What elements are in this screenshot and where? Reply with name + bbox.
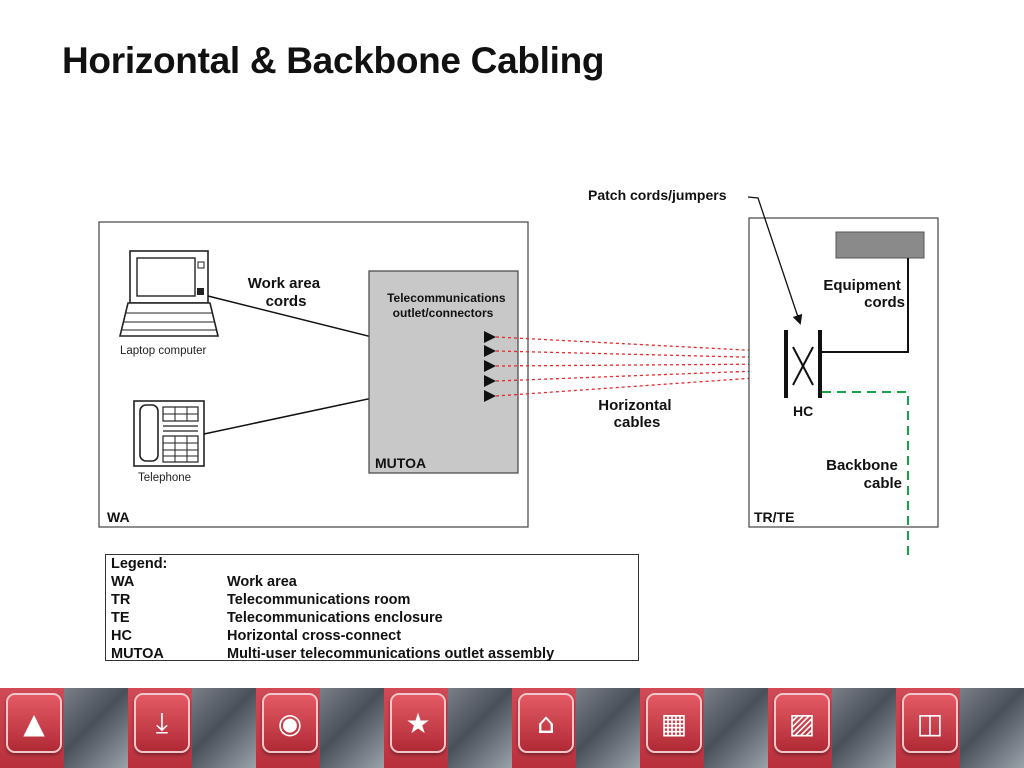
cabling-diagram: WA Laptop computer Telephone Work area c… — [98, 187, 939, 558]
page-title: Horizontal & Backbone Cabling — [62, 40, 605, 81]
triangle-logo-icon: ▲ — [6, 693, 62, 753]
footer-tile: ⌂ — [512, 688, 576, 768]
legend-abbr: WA — [111, 574, 135, 590]
legend-abbr: HC — [111, 628, 132, 644]
legend-box: Legend: WA Work area TR Telecommunicatio… — [105, 554, 639, 663]
footer-photo — [704, 688, 768, 768]
legend-title: Legend: — [111, 556, 168, 572]
footer-photo — [448, 688, 512, 768]
footer-tile: ◉ — [256, 688, 320, 768]
connector-2 — [484, 345, 496, 357]
equipment-block — [835, 231, 925, 259]
house-icon: ⌂ — [518, 693, 574, 753]
legend-desc: Work area — [227, 574, 297, 590]
legend-desc: Telecommunications room — [227, 592, 411, 608]
footer-photo — [320, 688, 384, 768]
footer-photo — [576, 688, 640, 768]
mutoa-label: MUTOA — [375, 455, 426, 471]
tr-te-box — [748, 217, 939, 528]
connector-4 — [484, 375, 496, 387]
legend-row: MUTOA Multi-user telecommunications outl… — [111, 645, 638, 663]
connector-1 — [484, 331, 496, 343]
legend-row: HC Horizontal cross-connect — [111, 627, 638, 645]
work-area-cords-label: Work area cords — [248, 275, 324, 310]
horizontal-cable-3 — [495, 363, 784, 367]
legend-desc: Horizontal cross-connect — [227, 628, 402, 644]
legend-row: TE Telecommunications enclosure — [111, 609, 638, 627]
footer-photo — [960, 688, 1024, 768]
footer-photo — [64, 688, 128, 768]
footer-image-strip: ▲ ⤓ ◉ ★ ⌂ ▦ ▨ ◫ — [0, 688, 1024, 768]
equipment-cord — [822, 258, 909, 353]
star-badge-icon: ★ — [390, 693, 446, 753]
mutoa-box — [368, 270, 519, 474]
building-icon: ◫ — [902, 693, 958, 753]
footer-tile: ▨ — [768, 688, 832, 768]
tr-te-label: TR/TE — [754, 509, 794, 525]
legend-desc: Telecommunications enclosure — [227, 610, 443, 626]
telephone-icon — [133, 400, 205, 467]
backbone-cable-label: Backbone cable — [826, 457, 902, 492]
footer-photo — [192, 688, 256, 768]
backbone-cable — [822, 391, 909, 558]
outlet-connectors-label: Telecommunications outlet/connectors — [387, 291, 509, 320]
horizontal-cable-4 — [495, 369, 784, 382]
hard-hat-icon: ◉ — [262, 693, 318, 753]
horizontal-cable-2 — [495, 350, 784, 359]
footer-tile: ★ — [384, 688, 448, 768]
horizontal-cables — [495, 336, 784, 397]
connector-3 — [484, 360, 496, 372]
equipment-cords-label: Equipment cords — [823, 277, 905, 311]
wa-label: WA — [107, 509, 130, 525]
legend-abbr: TR — [111, 592, 131, 608]
connector-5 — [484, 390, 496, 402]
footer-tile: ⤓ — [128, 688, 192, 768]
telephone-label: Telephone — [138, 472, 191, 484]
legend-desc: Multi-user telecommunications outlet ass… — [227, 646, 555, 662]
antenna-tower-icon: ⤓ — [134, 693, 190, 753]
padlock-icon: ▨ — [774, 693, 830, 753]
horizontal-cable-1 — [495, 336, 784, 353]
footer-tile: ▦ — [640, 688, 704, 768]
legend-row: WA Work area — [111, 573, 638, 591]
footer-tile: ◫ — [896, 688, 960, 768]
laptop-label: Laptop computer — [120, 345, 206, 357]
legend-abbr: TE — [111, 610, 130, 626]
footer-tile: ▲ — [0, 688, 64, 768]
footer-photo — [832, 688, 896, 768]
patch-cords-arrow — [747, 196, 803, 325]
horizontal-cables-label: Horizontal cables — [598, 397, 676, 431]
patch-cords-label: Patch cords/jumpers — [588, 187, 727, 203]
legend-row: TR Telecommunications room — [111, 591, 638, 609]
hc-cross-connect-icon — [784, 330, 822, 398]
legend-abbr: MUTOA — [111, 646, 164, 662]
hc-label: HC — [793, 403, 813, 419]
factory-icon: ▦ — [646, 693, 702, 753]
laptop-icon — [118, 250, 220, 337]
outlet-connectors — [484, 331, 496, 402]
